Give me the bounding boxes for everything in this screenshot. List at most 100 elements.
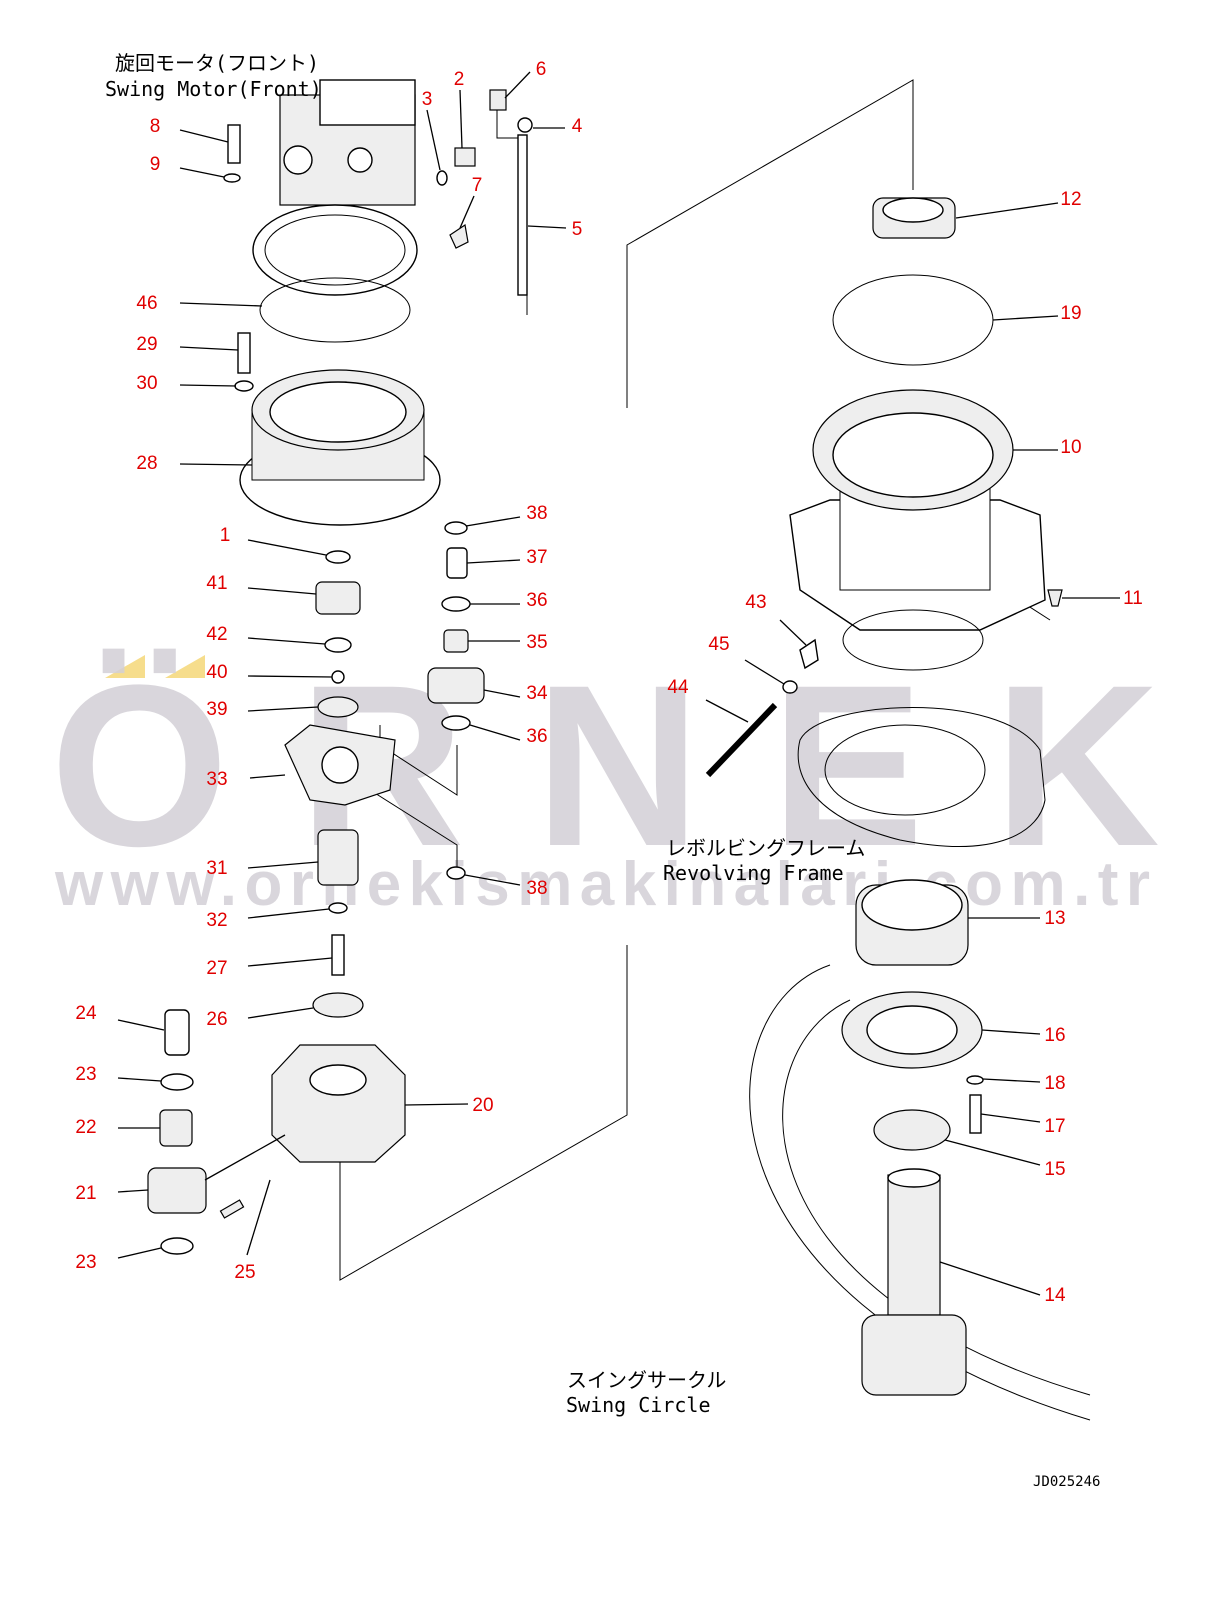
swing-motor (252, 79, 418, 296)
cover-16 (841, 991, 983, 1069)
callout: 11 (1123, 588, 1143, 609)
callout: 10 (1060, 437, 1081, 458)
washer-30 (234, 380, 254, 392)
callout: 39 (206, 699, 227, 720)
plate-26 (312, 992, 364, 1018)
bolt-27 (331, 934, 345, 976)
ring-gear-28 (239, 369, 441, 526)
o-ring-19 (832, 274, 994, 366)
bearing-41 (315, 581, 361, 615)
callout: 44 (667, 677, 689, 698)
callout: 23 (75, 1252, 96, 1273)
callout: 43 (745, 592, 766, 613)
callout: 45 (708, 634, 729, 655)
bolt-17 (969, 1094, 982, 1134)
callout: 4 (572, 116, 583, 137)
callout: 34 (526, 683, 548, 704)
ball-40 (331, 670, 345, 684)
plug-11 (1047, 589, 1063, 607)
callout: 15 (1044, 1159, 1065, 1180)
washer-23b (160, 1237, 194, 1255)
plate-39 (317, 696, 359, 718)
housing-10 (789, 389, 1046, 631)
nut-35 (443, 629, 469, 653)
seal-15 (873, 1109, 951, 1151)
callout: 40 (206, 662, 227, 683)
level-gauge-5 (517, 134, 528, 296)
sun-gear-31 (317, 829, 359, 886)
callout: 33 (206, 769, 227, 790)
callout: 22 (75, 1117, 96, 1138)
watermark-accent (105, 655, 145, 678)
callout: 21 (75, 1183, 96, 1204)
plug-7 (449, 223, 469, 249)
callout: 17 (1044, 1116, 1065, 1137)
callout: 36 (526, 590, 547, 611)
callout: 46 (136, 293, 157, 314)
planet-gear-21 (147, 1167, 207, 1214)
callout: 31 (206, 858, 227, 879)
callout: 12 (1060, 189, 1081, 210)
cap-4 (517, 117, 533, 133)
revolving-frame-caption-jp: レボルビングフレーム (666, 836, 865, 860)
washer-23 (160, 1073, 194, 1091)
carrier-33 (284, 724, 396, 806)
pin-37 (446, 547, 468, 579)
callout: 29 (136, 334, 157, 355)
callout: 24 (75, 1003, 97, 1024)
pin-24 (164, 1009, 190, 1056)
callout: 3 (422, 89, 433, 110)
drawing-code: JD025246 (1033, 1474, 1100, 1490)
callout: 26 (206, 1009, 227, 1030)
callout: 6 (536, 59, 547, 80)
bearing-13 (855, 879, 969, 966)
pin-44 (705, 702, 778, 778)
washer-36 (441, 596, 471, 612)
watermark-accent (165, 655, 205, 678)
callout: 2 (454, 69, 465, 90)
callout: 1 (220, 525, 231, 546)
o-ring-46 (259, 277, 411, 343)
snap-ring-38b (446, 866, 466, 880)
bolt-8 (227, 124, 241, 164)
callout: 28 (136, 453, 157, 474)
callout: 27 (206, 958, 227, 979)
callout: 13 (1044, 908, 1065, 929)
callout: 38 (526, 878, 547, 899)
plug-2 (454, 147, 476, 167)
o-ring-3 (436, 170, 448, 186)
captions: 旋回モータ(フロント) Swing Motor(Front) レボルビングフレー… (105, 51, 1100, 1490)
clamp-43 (799, 638, 819, 670)
washer-36b (441, 715, 471, 731)
callout: 41 (206, 573, 227, 594)
ring-1 (325, 550, 351, 564)
pin-25 (219, 1199, 245, 1219)
callout: 38 (526, 503, 547, 524)
gear-34 (427, 667, 485, 704)
washer-45 (782, 680, 798, 694)
callout: 7 (472, 175, 483, 196)
leader-lines (117, 71, 1120, 1296)
bolt-29 (237, 332, 251, 374)
callout: 20 (472, 1095, 493, 1116)
callout: 23 (75, 1064, 96, 1085)
callout: 8 (150, 116, 161, 137)
plate-42 (324, 637, 352, 653)
callout: 30 (136, 373, 157, 394)
revolving-frame-plate (797, 707, 1046, 847)
callout: 19 (1060, 303, 1081, 324)
callout: 42 (206, 624, 227, 645)
callout: 9 (150, 154, 161, 175)
callout: 14 (1044, 1285, 1066, 1306)
callout: 16 (1044, 1025, 1065, 1046)
callout-labels: 6 2 3 4 8 9 7 5 12 19 46 29 30 10 28 38 … (75, 59, 1142, 1306)
swing-circle-caption-jp: スイングサークル (567, 1368, 726, 1392)
spacer-32 (328, 902, 348, 914)
parts (147, 79, 1063, 1396)
callout: 18 (1044, 1073, 1065, 1094)
washer-18 (966, 1075, 984, 1085)
pinion-shaft-14 (861, 1168, 967, 1396)
callout: 32 (206, 910, 227, 931)
